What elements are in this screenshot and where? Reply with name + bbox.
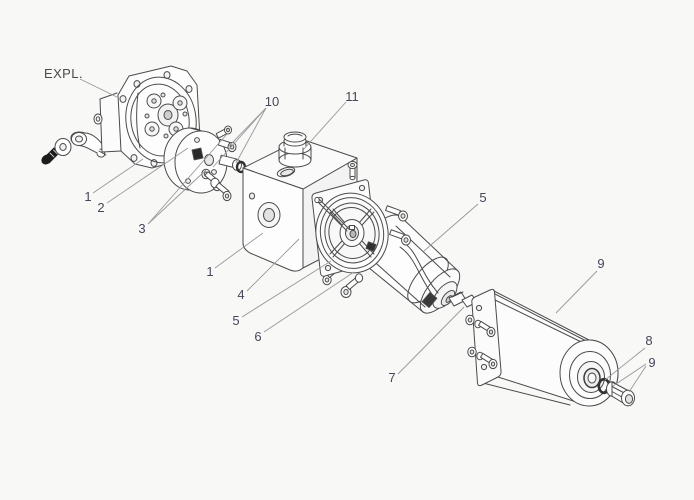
shaft-fitting bbox=[607, 382, 635, 406]
adapter-top-bolt bbox=[216, 126, 231, 138]
leader-9-bottom-b bbox=[628, 365, 647, 393]
pump-adapter-plate bbox=[164, 126, 245, 201]
leader-1-center bbox=[214, 232, 264, 269]
leader-9-bottom-a bbox=[612, 363, 647, 387]
callout-1-center: 1 bbox=[206, 264, 213, 279]
callout-1-left: 1 bbox=[84, 189, 91, 204]
callout-4: 4 bbox=[237, 287, 244, 302]
pump-gear-set bbox=[145, 93, 187, 138]
callout-8: 8 bbox=[645, 333, 652, 348]
leader-10c bbox=[212, 107, 267, 168]
callout-11: 11 bbox=[345, 89, 359, 104]
cover-flange-bolts bbox=[466, 315, 497, 368]
leader-lines bbox=[79, 78, 647, 393]
callout-5-center: 5 bbox=[232, 313, 239, 328]
callout-2: 2 bbox=[97, 200, 104, 215]
washer bbox=[55, 139, 71, 156]
pump-mounting-flange bbox=[310, 161, 411, 297]
leader-3a bbox=[147, 169, 207, 225]
callout-3: 3 bbox=[138, 221, 145, 236]
long-stud bbox=[315, 197, 349, 231]
adapter-bottom-bolts bbox=[202, 169, 231, 200]
expl-title-label: EXPL. bbox=[44, 66, 83, 81]
leader-11 bbox=[302, 101, 347, 151]
leader-5-right bbox=[423, 203, 479, 252]
flange-right-bolts bbox=[386, 206, 411, 245]
callout-5-right: 5 bbox=[479, 190, 486, 205]
callout-labels: EXPL. 1 2 3 10 11 1 4 5 6 5 7 9 8 9 bbox=[44, 66, 656, 385]
leader-1-left bbox=[92, 158, 144, 194]
leader-9-top bbox=[555, 270, 598, 314]
adapter-fitting-upper bbox=[218, 139, 236, 151]
callout-6: 6 bbox=[254, 329, 261, 344]
leader-8 bbox=[604, 347, 646, 381]
leader-6 bbox=[263, 271, 355, 333]
motor-end-cover bbox=[466, 289, 635, 406]
diagram-artwork bbox=[40, 66, 634, 406]
leader-2 bbox=[106, 147, 189, 204]
leader-4 bbox=[246, 238, 300, 292]
callout-9-bottom: 9 bbox=[648, 355, 655, 370]
leader-3b bbox=[147, 133, 228, 225]
leader-expl bbox=[79, 78, 122, 100]
leader-10b bbox=[235, 107, 267, 164]
leader-5-center bbox=[241, 260, 332, 318]
adapter-fitting-port bbox=[219, 155, 245, 172]
callout-7: 7 bbox=[388, 370, 395, 385]
flange-bottom-bolt bbox=[341, 274, 363, 298]
release-lever bbox=[71, 132, 106, 157]
filler-cap bbox=[279, 132, 311, 167]
flange-top-bolt bbox=[348, 161, 357, 179]
leader-7 bbox=[397, 306, 465, 375]
callout-9-top: 9 bbox=[597, 256, 604, 271]
callout-10: 10 bbox=[265, 94, 279, 109]
